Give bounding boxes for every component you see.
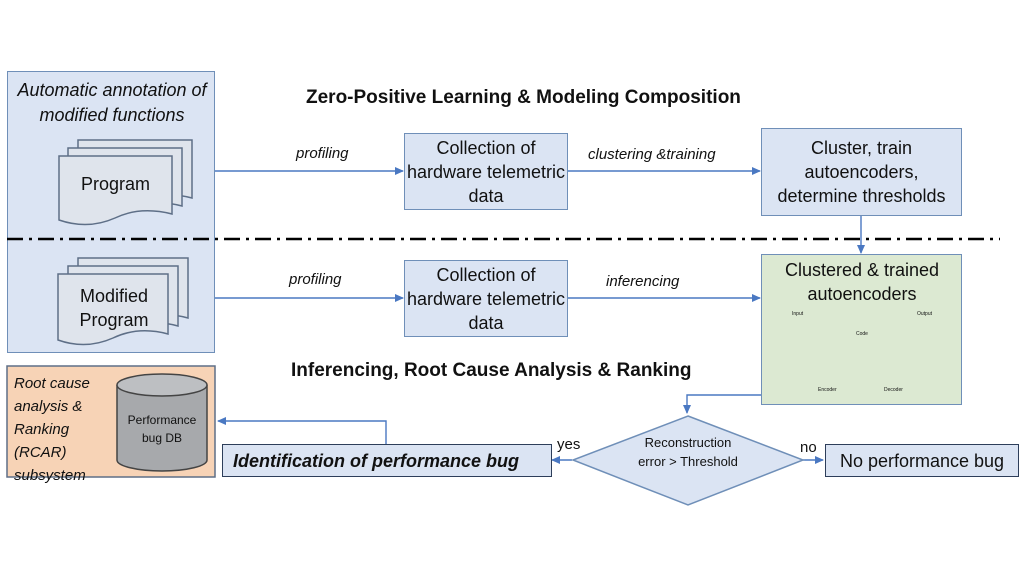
modified-program-label: Modified Program	[79, 286, 149, 330]
collection-box-bottom: Collection of hardware telemetric data	[404, 260, 568, 337]
db-label: Performance bug DB	[127, 413, 197, 445]
program-doc-stack	[58, 139, 193, 226]
modified-program-doc-stack	[57, 257, 189, 346]
edge-label-clustering-training: clustering &training	[588, 146, 716, 163]
collection-bottom-label: Collection of hardware telemetric data	[406, 264, 566, 333]
ae-encoder-label: Encoder	[818, 387, 837, 393]
ae-code-label: Code	[856, 331, 868, 337]
ae-input-label: Input	[792, 311, 804, 317]
title-bottom: Inferencing, Root Cause Analysis & Ranki…	[291, 360, 692, 381]
rcar-label: Root cause analysis & Ranking (RCAR) sub…	[14, 375, 90, 484]
edge-label-yes: yes	[557, 436, 581, 453]
edge-label-profiling-top: profiling	[296, 145, 349, 162]
no-bug-box: No performance bug	[825, 444, 1019, 477]
identification-box: Identification of performance bug	[222, 444, 552, 477]
arrow-to-rcar	[217, 417, 387, 444]
edge-label-inferencing: inferencing	[606, 273, 680, 290]
identification-label: Identification of performance bug	[233, 450, 520, 471]
clustered-trained-box	[761, 254, 962, 405]
collection-top-label: Collection of hardware telemetric data	[406, 137, 566, 206]
edge-label-no: no	[800, 439, 817, 456]
arrow-to-decision	[683, 394, 793, 414]
title-top: Zero-Positive Learning & Modeling Compos…	[306, 87, 741, 108]
cluster-train-box: Cluster, train autoencoders, determine t…	[761, 128, 962, 216]
no-bug-label: No performance bug	[839, 450, 1005, 471]
decision-diamond	[570, 415, 806, 506]
program-label: Program	[80, 174, 151, 194]
annotation-label: Automatic annotation of modified functio…	[17, 80, 207, 125]
performance-db-cylinder	[116, 373, 208, 472]
clustered-trained-label: Clustered & trained autoencoders	[784, 260, 940, 304]
decision-label: Reconstruction error > Threshold	[638, 435, 738, 469]
cluster-train-label: Cluster, train autoencoders, determine t…	[777, 138, 946, 206]
ae-decoder-label: Decoder	[884, 387, 903, 393]
ae-output-label: Output	[917, 311, 933, 317]
edge-label-profiling-bottom: profiling	[289, 271, 342, 288]
collection-box-top: Collection of hardware telemetric data	[404, 133, 568, 210]
